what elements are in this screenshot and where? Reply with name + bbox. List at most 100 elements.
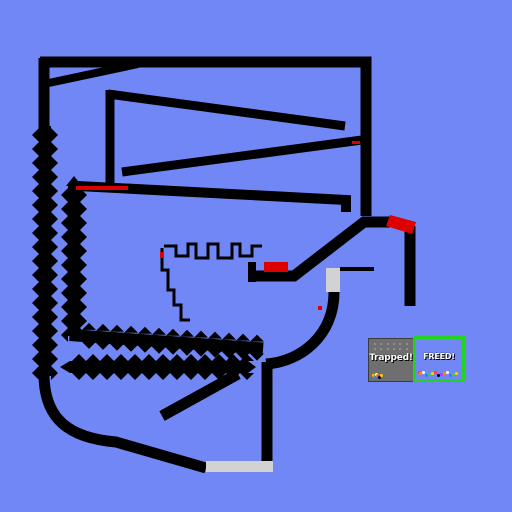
spike-icon: [170, 354, 184, 361]
freed-label: FREED!: [423, 352, 455, 361]
spike-icon: [194, 330, 208, 338]
spike-columns: [39, 126, 264, 376]
spike-icon: [61, 272, 68, 286]
spike-icon: [110, 324, 124, 332]
spike-icon: [222, 332, 236, 340]
spike-icon: [114, 354, 128, 361]
spike-icon: [240, 354, 254, 361]
spike-icon: [96, 342, 110, 350]
spike-icon: [32, 156, 39, 170]
marble-icon: [452, 373, 455, 376]
marble-icon: [431, 372, 434, 375]
spike-icon: [51, 282, 58, 296]
spike-icon: [66, 176, 82, 186]
freed-marbles: [418, 371, 460, 377]
spike-row-upper: [69, 328, 264, 355]
spike-icon: [86, 354, 100, 361]
wall-staircase-top: [164, 242, 262, 260]
wall-ramp-3: [77, 181, 351, 212]
marble-icon: [446, 371, 449, 374]
spike-icon: [226, 354, 240, 361]
spike-icon: [100, 373, 114, 380]
spike-icon: [32, 338, 39, 352]
spike-icon: [248, 361, 256, 373]
freed-counter-panel: FREED!: [413, 336, 465, 382]
spike-icon: [250, 353, 264, 361]
spike-icon: [51, 240, 58, 254]
gate-chute[interactable]: [326, 268, 340, 292]
wall-staircase: [160, 248, 190, 322]
spike-icon: [250, 334, 264, 342]
spike-icon: [184, 373, 198, 380]
wall-ramp-1: [107, 89, 346, 131]
spike-icon: [51, 198, 58, 212]
spike-icon: [124, 325, 138, 333]
spike-icon: [80, 202, 87, 216]
spike-icon: [72, 373, 86, 380]
spike-icon: [32, 254, 39, 268]
spike-icon: [51, 128, 58, 142]
spike-icon: [32, 310, 39, 324]
spike-icon: [32, 352, 39, 366]
spike-icon: [51, 338, 58, 352]
wall-funnel: [252, 216, 390, 282]
spike-icon: [61, 314, 68, 328]
spike-icon: [51, 184, 58, 198]
spike-icon: [166, 347, 180, 355]
spike-icon: [142, 354, 156, 361]
wall-frame-top: [40, 56, 372, 216]
spike-icon: [194, 349, 208, 357]
spike-icon: [51, 268, 58, 282]
spike-icon: [32, 212, 39, 226]
wall-lower-ramp: [159, 369, 241, 421]
spike-column-left: [39, 126, 51, 376]
marble-icon: [419, 372, 422, 375]
spike-icon: [32, 226, 39, 240]
gate-bottom[interactable]: [206, 461, 273, 472]
spike-icon: [51, 366, 58, 380]
spike-icon: [51, 296, 58, 310]
spike-icon: [32, 170, 39, 184]
spike-icon: [80, 216, 87, 230]
gates: [206, 268, 340, 472]
spike-icon: [208, 331, 222, 339]
spike-icon: [82, 322, 96, 330]
spike-icon: [138, 326, 152, 334]
spike-column-inner: [68, 186, 80, 336]
marble-icon: [374, 376, 377, 379]
maze-walls: [38, 56, 416, 474]
spike-icon: [212, 373, 226, 380]
hazard-red-gate-right: [386, 215, 416, 234]
marble-icon: [437, 374, 440, 377]
spike-icon: [32, 240, 39, 254]
marble-icon: [425, 374, 428, 377]
spike-icon: [51, 324, 58, 338]
spike-icon: [184, 354, 198, 361]
spike-icon: [61, 286, 68, 300]
spike-icon: [180, 329, 194, 337]
hazard-red-dot: [318, 306, 322, 310]
spike-icon: [80, 314, 87, 328]
spike-icon: [124, 344, 138, 352]
spike-icon: [226, 373, 240, 380]
marble-icon: [422, 371, 425, 374]
spike-icon: [32, 184, 39, 198]
spike-icon: [32, 268, 39, 282]
spike-icon: [32, 282, 39, 296]
spike-icon: [80, 328, 87, 342]
spike-icon: [32, 324, 39, 338]
spike-icon: [60, 361, 70, 373]
marble-icon: [378, 376, 381, 379]
spike-icon: [236, 352, 250, 360]
spike-icon: [152, 327, 166, 335]
spike-icon: [236, 333, 250, 341]
spike-icon: [80, 244, 87, 258]
spike-icon: [72, 354, 86, 361]
wall-ramp-2: [121, 135, 363, 177]
hazard-red-notch-top: [352, 141, 360, 144]
spike-icon: [61, 244, 68, 258]
wall-diagonal-corner: [43, 60, 139, 88]
spike-icon: [61, 230, 68, 244]
spike-icon: [128, 373, 142, 380]
